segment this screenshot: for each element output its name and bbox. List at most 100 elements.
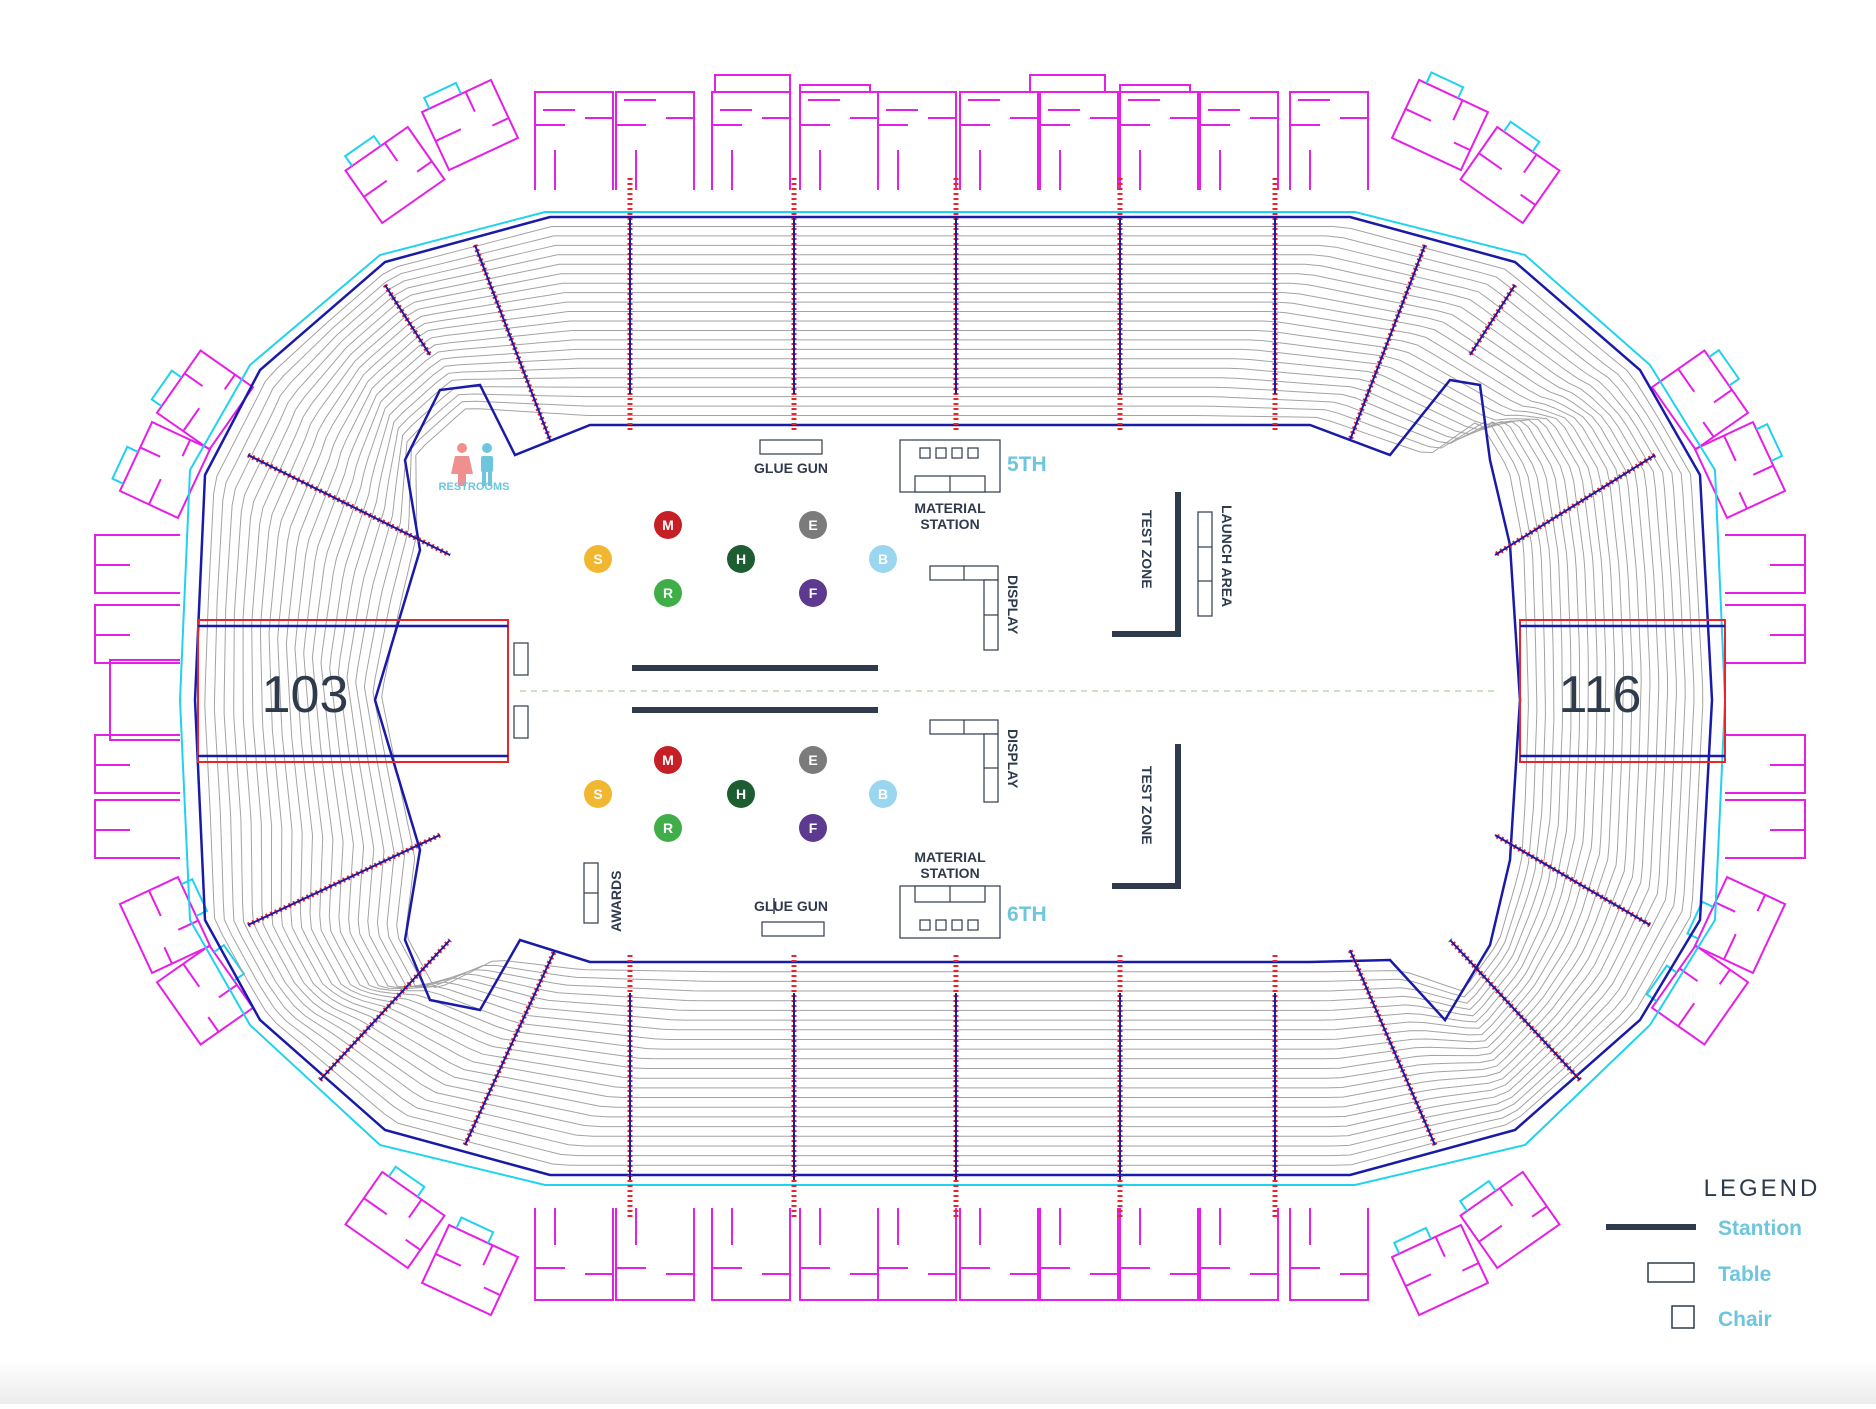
legend-chair-label: Chair	[1718, 1308, 1772, 1331]
room-corner	[1459, 120, 1561, 225]
seat-row	[355, 386, 1555, 1011]
station-b-label: B	[878, 786, 888, 802]
aisle-rail	[1349, 244, 1426, 441]
room-bottom	[1199, 1208, 1279, 1301]
side-table-1	[513, 642, 529, 676]
room-notch	[799, 84, 871, 92]
room-bottom	[1119, 1208, 1199, 1301]
station-h-label: H	[736, 551, 746, 567]
room-bottom	[1039, 1208, 1119, 1301]
room-corner	[150, 349, 255, 451]
room-top	[1039, 91, 1119, 190]
seat-row	[213, 235, 1695, 1157]
room-notch	[714, 74, 791, 92]
legend-title: LEGEND	[1704, 1175, 1821, 1202]
room-notch	[1119, 84, 1191, 92]
launch-area-label: LAUNCH AREA	[1219, 505, 1235, 607]
room-top	[959, 91, 1039, 190]
room-top	[534, 91, 614, 190]
room-top	[615, 91, 695, 190]
material-station-label-top-1: MATERIAL	[914, 500, 986, 516]
room-top	[799, 91, 879, 190]
room-top	[1199, 91, 1279, 190]
room-right	[1725, 734, 1806, 794]
section-103-block	[197, 619, 509, 763]
test-zone-label-bottom: TEST ZONE	[1139, 766, 1155, 845]
display-label-bottom: DISPLAY	[1005, 729, 1021, 789]
seat-row	[311, 339, 1598, 1050]
room-corner	[343, 125, 446, 225]
aisle-rail	[464, 949, 556, 1146]
room-top	[1289, 91, 1369, 190]
stantion-test-zone-bottom	[1112, 744, 1181, 889]
restrooms-label: RESTROOMS	[439, 481, 510, 493]
room-top	[877, 91, 957, 190]
seat-row	[320, 348, 1589, 1040]
glue-gun-label-bottom: GLUE GUN	[754, 898, 828, 914]
station-m-label: M	[662, 752, 674, 768]
seat-row	[294, 320, 1616, 1069]
floor-tables	[513, 439, 1213, 937]
room-left	[94, 604, 180, 664]
seat-row	[303, 330, 1607, 1060]
seat-row	[381, 408, 1529, 992]
room-left-center	[109, 659, 180, 741]
room-bottom	[534, 1208, 614, 1301]
launch-table	[1197, 511, 1213, 617]
room-corner	[1458, 1170, 1561, 1270]
grade-label-5th: 5TH	[1007, 453, 1047, 476]
room-corner	[344, 1165, 446, 1270]
station-s-label: S	[593, 551, 602, 567]
seat-row	[277, 301, 1633, 1089]
station-h-circle	[727, 780, 755, 808]
station-e-label: E	[808, 517, 817, 533]
room-top	[711, 91, 791, 190]
aisle-rail	[474, 244, 551, 441]
room-bottom	[1289, 1208, 1369, 1301]
seat-row	[285, 311, 1625, 1079]
room-right	[1725, 799, 1806, 859]
seat-row	[223, 244, 1686, 1147]
section-103-label: 103	[262, 666, 349, 724]
room-bottom	[615, 1208, 695, 1301]
aisle-rail	[1449, 939, 1581, 1081]
section-116-block	[1519, 619, 1726, 763]
room-right	[1725, 604, 1806, 664]
room-top	[1119, 91, 1199, 190]
room-bottom	[799, 1208, 879, 1301]
seat-row	[268, 292, 1642, 1098]
seating-rows	[204, 226, 1704, 1166]
aisle-rail	[384, 284, 431, 356]
station-e-label: E	[808, 752, 817, 768]
glue-gun-table-bottom	[761, 921, 825, 937]
grade-label-6th: 6TH	[1007, 903, 1047, 926]
station-r-circle	[654, 814, 682, 842]
station-r-label: R	[663, 820, 673, 836]
station-f-label: F	[809, 585, 818, 601]
room-corner	[118, 875, 212, 975]
display-tables-bottom	[929, 719, 999, 803]
restroom-icons	[451, 443, 493, 486]
room-corner	[1390, 71, 1490, 172]
aisles	[246, 178, 1657, 1218]
legend-stantion-label: Stantion	[1718, 1217, 1802, 1240]
glue-gun-label-top: GLUE GUN	[754, 460, 828, 476]
room-left	[94, 734, 180, 794]
station-b-circle	[869, 780, 897, 808]
seat-row	[372, 400, 1538, 998]
test-zone-label-top: TEST ZONE	[1139, 510, 1155, 589]
aisle-rail	[1494, 834, 1651, 926]
page-bottom-fade	[0, 1360, 1876, 1404]
seat-row	[233, 254, 1677, 1137]
awards-label: AWARDS	[608, 871, 624, 932]
seat-row	[337, 367, 1572, 1023]
room-corner	[1693, 420, 1787, 520]
station-m-circle	[654, 746, 682, 774]
room-right	[1725, 534, 1806, 594]
material-station-label-bottom-1: MATERIAL	[914, 849, 986, 865]
room-corner	[1686, 875, 1787, 975]
seat-row	[204, 226, 1704, 1166]
material-station-label-top-2: STATION	[920, 516, 979, 532]
seat-row	[363, 393, 1546, 1004]
